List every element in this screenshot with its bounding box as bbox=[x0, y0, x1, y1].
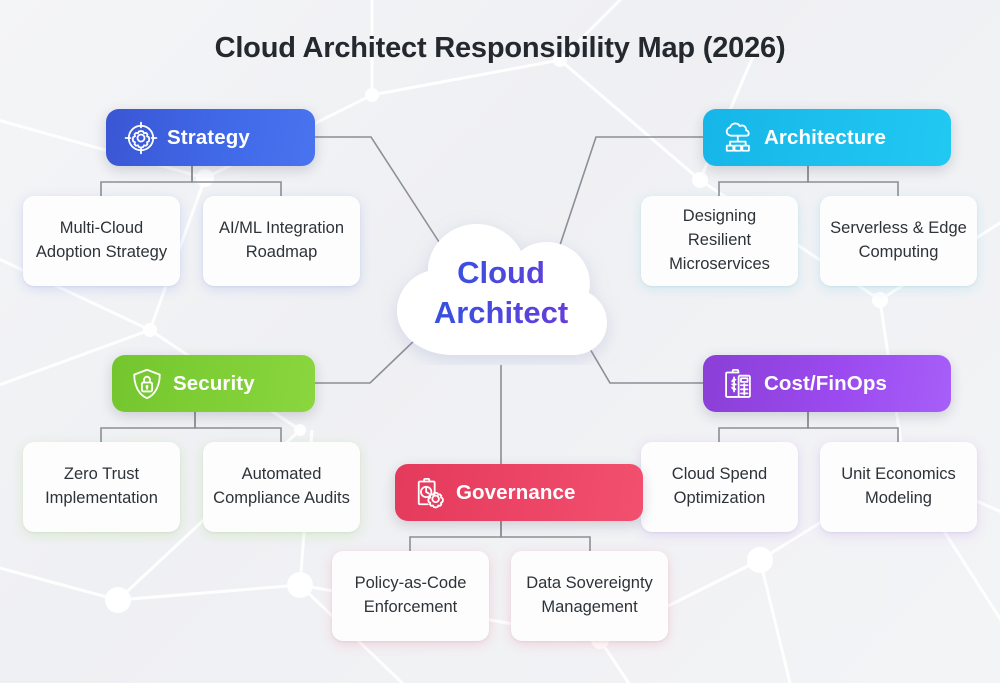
link-architecture-child-2 bbox=[807, 165, 899, 196]
link-architecture-child-1 bbox=[718, 165, 809, 196]
center-node-label: Cloud Architect bbox=[381, 253, 621, 332]
target-gear-icon bbox=[124, 121, 158, 155]
center-label-line-1: Cloud bbox=[457, 255, 545, 290]
link-strategy-child-2 bbox=[191, 165, 282, 196]
leaf-label: Designing Resilient Microservices bbox=[669, 207, 770, 273]
leaf-label: Multi-Cloud Adoption Strategy bbox=[35, 219, 168, 261]
leaf-card-security-2[interactable]: Automated Compliance Audits bbox=[203, 442, 360, 532]
leaf-card-strategy-2[interactable]: AI/ML Integration Roadmap bbox=[203, 196, 360, 286]
leaf-card-architecture-2[interactable]: Serverless & Edge Computing bbox=[820, 196, 977, 286]
branch-label-finops: Cost/FinOps bbox=[764, 371, 887, 395]
leaf-card-strategy-1[interactable]: Multi-Cloud Adoption Strategy bbox=[23, 196, 180, 286]
link-strategy-child-1 bbox=[100, 165, 193, 196]
shield-lock-icon bbox=[130, 367, 164, 401]
leaf-label: Serverless & Edge Computing bbox=[830, 219, 967, 261]
link-finops-child-1 bbox=[718, 411, 809, 442]
leaf-label: Data Sovereignty Management bbox=[526, 574, 653, 616]
branch-header-governance[interactable]: Governance bbox=[395, 464, 643, 521]
link-security-child-2 bbox=[194, 411, 282, 442]
branch-header-finops[interactable]: Cost/FinOps bbox=[703, 355, 951, 412]
branch-label-governance: Governance bbox=[456, 480, 576, 504]
page-title: Cloud Architect Responsibility Map (2026… bbox=[214, 32, 786, 64]
leaf-label: AI/ML Integration Roadmap bbox=[218, 219, 345, 261]
clipboard-calculator-icon bbox=[721, 367, 755, 401]
cloud-shape-icon bbox=[397, 224, 607, 355]
link-governance-child-2 bbox=[500, 520, 591, 551]
link-governance-child-1 bbox=[409, 520, 502, 551]
leaf-card-governance-2[interactable]: Data Sovereignty Management bbox=[511, 551, 668, 641]
leaf-card-finops-1[interactable]: Cloud Spend Optimization bbox=[641, 442, 798, 532]
branch-header-strategy[interactable]: Strategy bbox=[106, 109, 315, 166]
leaf-card-finops-2[interactable]: Unit Economics Modeling bbox=[820, 442, 977, 532]
cloud-network-icon bbox=[721, 121, 755, 155]
branch-label-architecture: Architecture bbox=[764, 125, 886, 149]
branch-header-architecture[interactable]: Architecture bbox=[703, 109, 951, 166]
branch-label-security: Security bbox=[173, 371, 255, 395]
leaf-label: Cloud Spend Optimization bbox=[671, 465, 768, 507]
center-label-line-2: Architect bbox=[433, 294, 569, 330]
branch-label-strategy: Strategy bbox=[167, 125, 250, 149]
leaf-card-governance-1[interactable]: Policy-as-Code Enforcement bbox=[332, 551, 489, 641]
center-node[interactable]: Cloud Architect bbox=[381, 205, 621, 365]
leaf-card-architecture-1[interactable]: Designing Resilient Microservices bbox=[641, 196, 798, 286]
branch-header-security[interactable]: Security bbox=[112, 355, 315, 412]
leaf-card-security-1[interactable]: Zero Trust Implementation bbox=[23, 442, 180, 532]
clipboard-gear-icon bbox=[413, 476, 447, 510]
link-finops-child-2 bbox=[807, 411, 899, 442]
link-security-child-1 bbox=[100, 411, 196, 442]
leaf-label: Policy-as-Code Enforcement bbox=[354, 574, 467, 616]
leaf-label: Unit Economics Modeling bbox=[841, 465, 956, 507]
leaf-label: Zero Trust Implementation bbox=[45, 465, 158, 507]
leaf-label: Automated Compliance Audits bbox=[213, 465, 350, 507]
